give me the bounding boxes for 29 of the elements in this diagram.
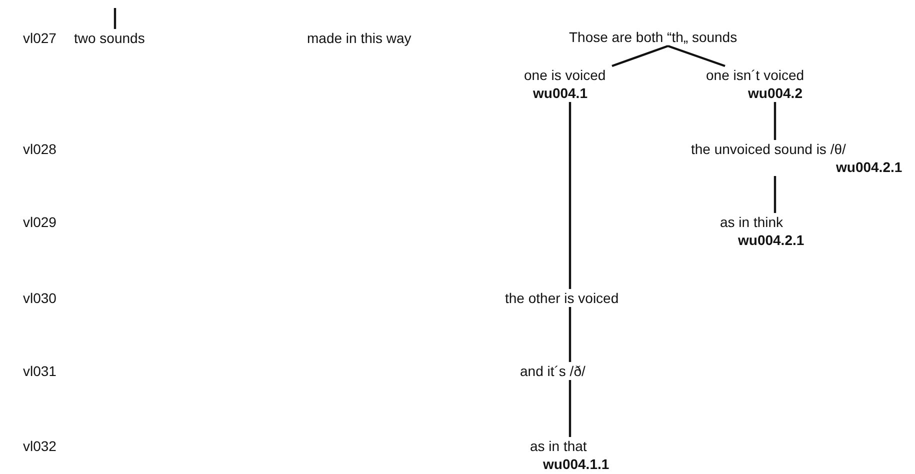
- node-code: wu004.2.1: [738, 231, 804, 249]
- tree-line: [774, 102, 776, 140]
- node-text: one isn´t voiced: [706, 66, 804, 84]
- row-label: vl029: [23, 213, 56, 231]
- tree-line: [568, 307, 572, 362]
- free-line: [114, 8, 116, 29]
- node-text: as in think: [720, 213, 784, 231]
- node-code: wu004.1.1: [543, 455, 610, 473]
- node-code: wu004.1: [533, 84, 588, 102]
- row-label: vl028: [23, 140, 56, 158]
- row-label: vl032: [23, 437, 56, 455]
- node-text: the other is voiced: [505, 289, 619, 307]
- tree-line: [568, 380, 572, 437]
- node-text: Those are both “th„ sounds: [569, 28, 738, 46]
- text-label: made in this way: [307, 29, 412, 47]
- tree-line: [568, 102, 572, 289]
- node-text: as in that: [530, 437, 587, 455]
- node-code: wu004.2.1: [836, 158, 902, 176]
- row-label: vl030: [23, 289, 56, 307]
- row-label: vl031: [23, 362, 56, 380]
- tree-line: [612, 44, 668, 68]
- tree-line: [774, 176, 776, 213]
- tree-line: [668, 44, 726, 68]
- node-text: one is voiced: [524, 66, 606, 84]
- row-label: vl027: [23, 29, 56, 47]
- node-text: two sounds: [74, 29, 145, 47]
- node-code: wu004.2: [748, 84, 802, 102]
- node-text: the unvoiced sound is /θ/: [691, 140, 846, 158]
- node-text: and it´s /ð/: [520, 362, 586, 380]
